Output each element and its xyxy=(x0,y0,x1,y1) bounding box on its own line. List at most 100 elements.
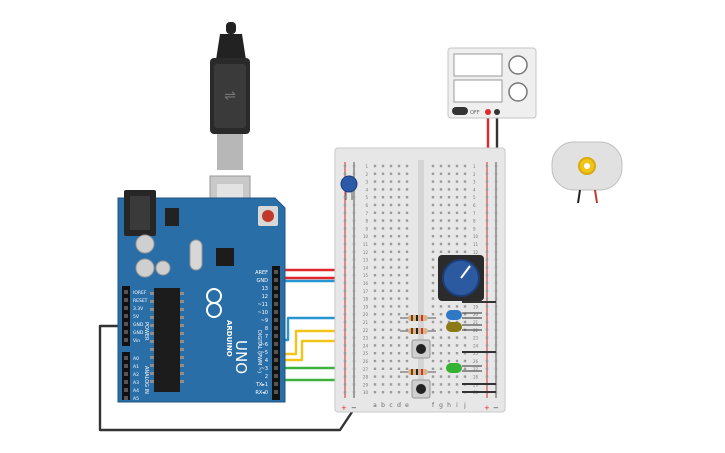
rail-hole[interactable] xyxy=(494,266,498,269)
breadboard-hole[interactable] xyxy=(439,180,443,183)
breadboard-hole[interactable] xyxy=(397,164,401,168)
breadboard-hole[interactable] xyxy=(455,359,459,363)
rail-hole[interactable] xyxy=(485,359,489,363)
breadboard-hole[interactable] xyxy=(439,336,443,339)
breadboard-hole[interactable] xyxy=(397,227,401,230)
breadboard-hole[interactable] xyxy=(455,219,459,222)
breadboard-hole[interactable] xyxy=(405,344,409,347)
rail-hole[interactable] xyxy=(352,336,356,339)
breadboard-hole[interactable] xyxy=(397,266,401,269)
breadboard-hole[interactable] xyxy=(405,328,409,331)
breadboard-hole[interactable] xyxy=(397,211,401,214)
breadboard-hole[interactable] xyxy=(373,313,377,316)
breadboard-hole[interactable] xyxy=(463,336,467,339)
rail-hole[interactable] xyxy=(485,274,489,277)
rail-hole[interactable] xyxy=(352,281,356,285)
breadboard-hole[interactable] xyxy=(373,383,377,386)
breadboard-hole[interactable] xyxy=(373,297,377,300)
rail-hole[interactable] xyxy=(352,391,356,394)
breadboard-hole[interactable] xyxy=(455,172,459,175)
breadboard-hole[interactable] xyxy=(447,391,451,394)
rail-hole[interactable] xyxy=(343,242,347,246)
breadboard-hole[interactable] xyxy=(431,375,435,378)
breadboard-hole[interactable] xyxy=(447,305,451,308)
power-pin[interactable] xyxy=(124,306,128,310)
digital-pin[interactable] xyxy=(274,350,278,354)
breadboard-hole[interactable] xyxy=(447,359,451,363)
rail-hole[interactable] xyxy=(352,203,356,207)
breadboard-hole[interactable] xyxy=(463,180,467,183)
rail-hole[interactable] xyxy=(485,320,489,324)
breadboard-hole[interactable] xyxy=(381,383,385,386)
breadboard-hole[interactable] xyxy=(463,211,467,214)
breadboard-hole[interactable] xyxy=(373,281,377,285)
breadboard-hole[interactable] xyxy=(455,305,459,308)
rail-hole[interactable] xyxy=(352,359,356,363)
breadboard-hole[interactable] xyxy=(405,227,409,230)
breadboard-hole[interactable] xyxy=(397,289,401,292)
breadboard-hole[interactable] xyxy=(397,258,401,261)
rail-hole[interactable] xyxy=(343,313,347,316)
dc-motor[interactable] xyxy=(551,141,623,204)
breadboard-hole[interactable] xyxy=(381,180,385,183)
rail-hole[interactable] xyxy=(343,344,347,347)
digital-pin[interactable] xyxy=(274,278,278,282)
rail-hole[interactable] xyxy=(352,242,356,246)
rail-hole[interactable] xyxy=(352,274,356,277)
breadboard-hole[interactable] xyxy=(431,289,435,292)
rail-hole[interactable] xyxy=(485,328,489,331)
breadboard-hole[interactable] xyxy=(431,211,435,214)
breadboard-hole[interactable] xyxy=(439,227,443,230)
breadboard-hole[interactable] xyxy=(381,344,385,347)
breadboard-hole[interactable] xyxy=(463,203,467,207)
breadboard-hole[interactable] xyxy=(439,320,443,324)
breadboard-hole[interactable] xyxy=(447,320,451,324)
breadboard-hole[interactable] xyxy=(389,242,393,246)
breadboard-hole[interactable] xyxy=(455,352,459,355)
resistor-1[interactable] xyxy=(400,315,436,321)
breadboard-hole[interactable] xyxy=(397,305,401,308)
rail-hole[interactable] xyxy=(494,196,498,199)
push-button-2[interactable] xyxy=(411,379,431,399)
analog-pin[interactable] xyxy=(124,380,128,384)
rail-hole[interactable] xyxy=(494,367,498,370)
breadboard-hole[interactable] xyxy=(373,242,377,246)
breadboard-hole[interactable] xyxy=(463,235,467,238)
breadboard-hole[interactable] xyxy=(463,359,467,363)
breadboard-hole[interactable] xyxy=(397,180,401,183)
rail-hole[interactable] xyxy=(343,274,347,277)
breadboard-hole[interactable] xyxy=(373,164,377,168)
rail-hole[interactable] xyxy=(485,297,489,300)
rail-hole[interactable] xyxy=(485,258,489,261)
breadboard-hole[interactable] xyxy=(447,196,451,199)
breadboard-hole[interactable] xyxy=(447,180,451,183)
breadboard-hole[interactable] xyxy=(405,305,409,308)
breadboard-hole[interactable] xyxy=(431,281,435,285)
breadboard-hole[interactable] xyxy=(381,172,385,175)
breadboard-hole[interactable] xyxy=(373,391,377,394)
breadboard-hole[interactable] xyxy=(431,344,435,347)
breadboard-hole[interactable] xyxy=(463,196,467,199)
breadboard-hole[interactable] xyxy=(455,391,459,394)
breadboard-hole[interactable] xyxy=(455,344,459,347)
breadboard-hole[interactable] xyxy=(447,336,451,339)
breadboard-hole[interactable] xyxy=(447,164,451,168)
breadboard-hole[interactable] xyxy=(373,274,377,277)
breadboard-hole[interactable] xyxy=(439,367,443,370)
breadboard-hole[interactable] xyxy=(381,242,385,246)
power-pin[interactable] xyxy=(124,290,128,294)
breadboard-hole[interactable] xyxy=(447,383,451,386)
breadboard-hole[interactable] xyxy=(405,266,409,269)
breadboard-hole[interactable] xyxy=(439,164,443,168)
rail-hole[interactable] xyxy=(494,336,498,339)
breadboard-hole[interactable] xyxy=(389,274,393,277)
rail-hole[interactable] xyxy=(343,297,347,300)
breadboard-hole[interactable] xyxy=(455,242,459,246)
rail-hole[interactable] xyxy=(343,258,347,261)
rail-hole[interactable] xyxy=(352,164,356,168)
rail-hole[interactable] xyxy=(343,336,347,339)
breadboard-hole[interactable] xyxy=(405,164,409,168)
breadboard-hole[interactable] xyxy=(381,211,385,214)
breadboard-hole[interactable] xyxy=(381,305,385,308)
rail-hole[interactable] xyxy=(352,196,356,199)
